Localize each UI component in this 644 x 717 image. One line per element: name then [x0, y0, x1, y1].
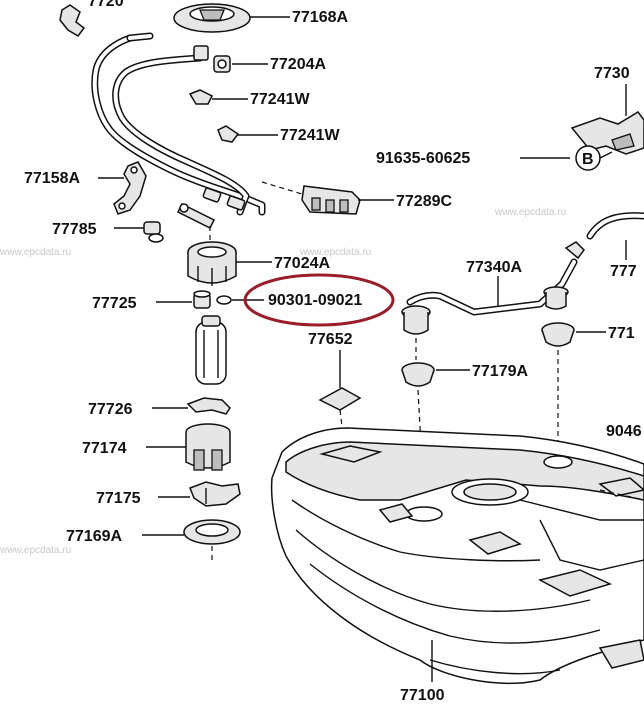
callout-b-label: B: [582, 151, 594, 168]
label-77175: 77175: [96, 490, 141, 507]
part-77241W-upper[interactable]: [188, 89, 214, 105]
dashed-right-1: [599, 489, 644, 501]
part-77175[interactable]: [189, 481, 241, 507]
part-77726[interactable]: [186, 397, 231, 415]
part-77024A[interactable]: [187, 241, 237, 286]
label-90301-09021: 90301-09021: [268, 292, 362, 309]
label-9046-partial: 9046: [606, 423, 642, 440]
label-91635-60625: 91635-60625: [376, 150, 470, 167]
label-77158A: 77158A: [24, 170, 80, 187]
label-77241W-upper: 77241W: [250, 91, 310, 108]
part-77100-fuel-tank[interactable]: [270, 427, 644, 685]
part-77169A[interactable]: [183, 519, 241, 545]
part-valve-right[interactable]: [543, 286, 569, 310]
part-77340A[interactable]: [406, 241, 585, 316]
part-77785[interactable]: [143, 221, 164, 243]
label-777-partial: 777: [610, 263, 637, 280]
part-77289C[interactable]: [301, 185, 361, 215]
part-77158A[interactable]: [113, 161, 147, 215]
label-77024A: 77024A: [274, 255, 330, 272]
label-77241W-lower: 77241W: [280, 127, 340, 144]
part-771-partial[interactable]: [541, 322, 575, 347]
label-77179A: 77179A: [472, 363, 528, 380]
part-77204A[interactable]: [193, 45, 231, 73]
label-771-partial: 771: [608, 325, 635, 342]
label-77652: 77652: [308, 331, 353, 348]
part-77174[interactable]: [185, 423, 231, 471]
part-77168A[interactable]: [173, 3, 251, 33]
label-77289C: 77289C: [396, 193, 452, 210]
label-77726: 77726: [88, 401, 133, 418]
watermark-text: www.epcdata.ru: [0, 247, 71, 258]
part-breather-hose[interactable]: [586, 212, 644, 240]
dashed-77289C: [261, 181, 303, 195]
part-90301-09021[interactable]: [216, 295, 232, 305]
watermark-text: www.epcdata.ru: [299, 247, 371, 258]
part-77179A[interactable]: [401, 362, 435, 387]
label-77169A: 77169A: [66, 528, 122, 545]
fuel-tube-lines: [91, 32, 266, 216]
part-valve-left[interactable]: [401, 305, 431, 335]
watermark-text: www.epcdata.ru: [0, 545, 71, 556]
part-fuel-pump[interactable]: [195, 315, 227, 385]
label-77725: 77725: [92, 295, 137, 312]
label-77204A: 77204A: [270, 56, 326, 73]
part-77725[interactable]: [193, 290, 211, 309]
pump-top-fittings: [176, 187, 246, 230]
clip-top-left: [59, 4, 86, 37]
leader-callout-b: [599, 151, 613, 159]
label-77100: 77100: [400, 687, 445, 704]
part-77241W-lower[interactable]: [217, 125, 240, 143]
part-77652[interactable]: [318, 387, 362, 411]
label-77340A: 77340A: [466, 259, 522, 276]
part-filler-top-right[interactable]: [570, 111, 644, 155]
watermark-text: www.epcdata.ru: [494, 207, 566, 218]
label-7730-partial: 7730: [594, 65, 630, 82]
highlight-ellipse: [243, 273, 395, 327]
label-77174: 77174: [82, 440, 127, 457]
label-77785: 77785: [52, 221, 97, 238]
label-77168A: 77168A: [292, 9, 348, 26]
label-7720-partial: 7720: [88, 0, 124, 10]
